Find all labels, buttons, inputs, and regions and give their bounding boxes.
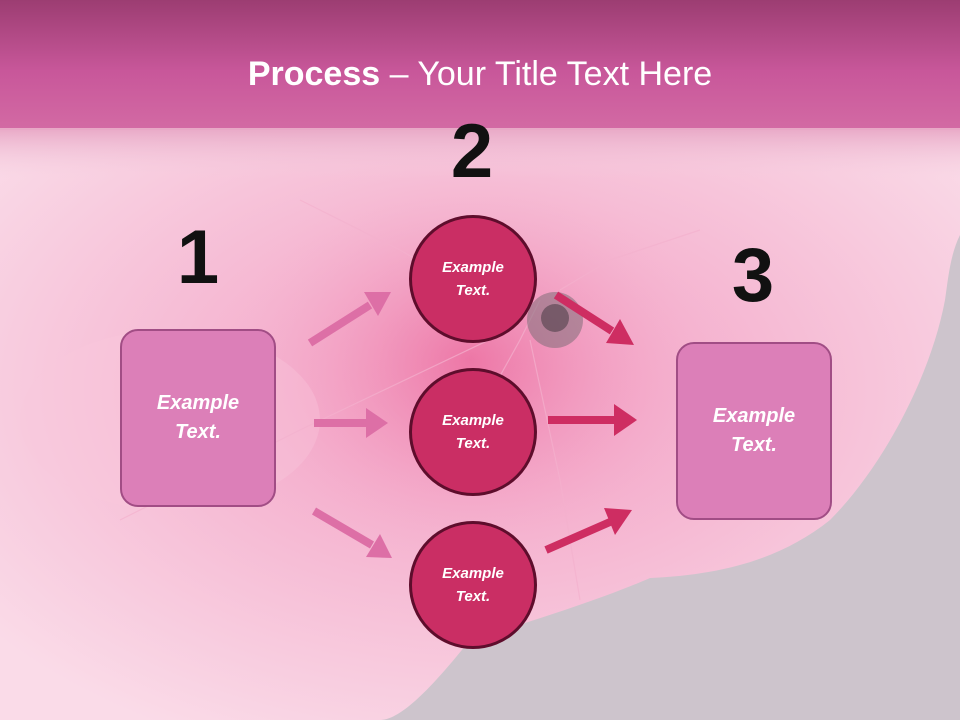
step-1-box: Example Text. xyxy=(120,329,276,507)
arrow-1-to-top xyxy=(307,292,391,347)
step-2-bottom-label: Example Text. xyxy=(442,565,504,605)
step-number-2: 2 xyxy=(450,109,494,194)
arrow-bottom-to-3 xyxy=(544,508,632,554)
arrow-middle-to-3 xyxy=(548,404,637,436)
step-2-circle-bottom: Example Text. xyxy=(409,521,537,649)
arrow-top-to-3 xyxy=(553,291,634,345)
step-2-middle-label: Example Text. xyxy=(442,412,504,452)
page-title: Process – Your Title Text Here xyxy=(0,50,960,98)
title-bold: Process xyxy=(247,55,381,93)
step-number-3: 3 xyxy=(731,233,775,318)
arrow-1-to-middle xyxy=(314,408,388,438)
step-2-circle-middle: Example Text. xyxy=(409,368,537,496)
step-3-box: Example Text. xyxy=(676,342,832,520)
step-number-1: 1 xyxy=(176,215,220,300)
step-1-label: Example Text. xyxy=(156,392,240,443)
step-2-top-label: Example Text. xyxy=(442,259,504,299)
step-3-label: Example Text. xyxy=(712,405,796,456)
title-rest: – Your Title Text Here xyxy=(380,55,713,93)
arrow-1-to-bottom xyxy=(311,507,392,558)
step-2-circle-top: Example Text. xyxy=(409,215,537,343)
